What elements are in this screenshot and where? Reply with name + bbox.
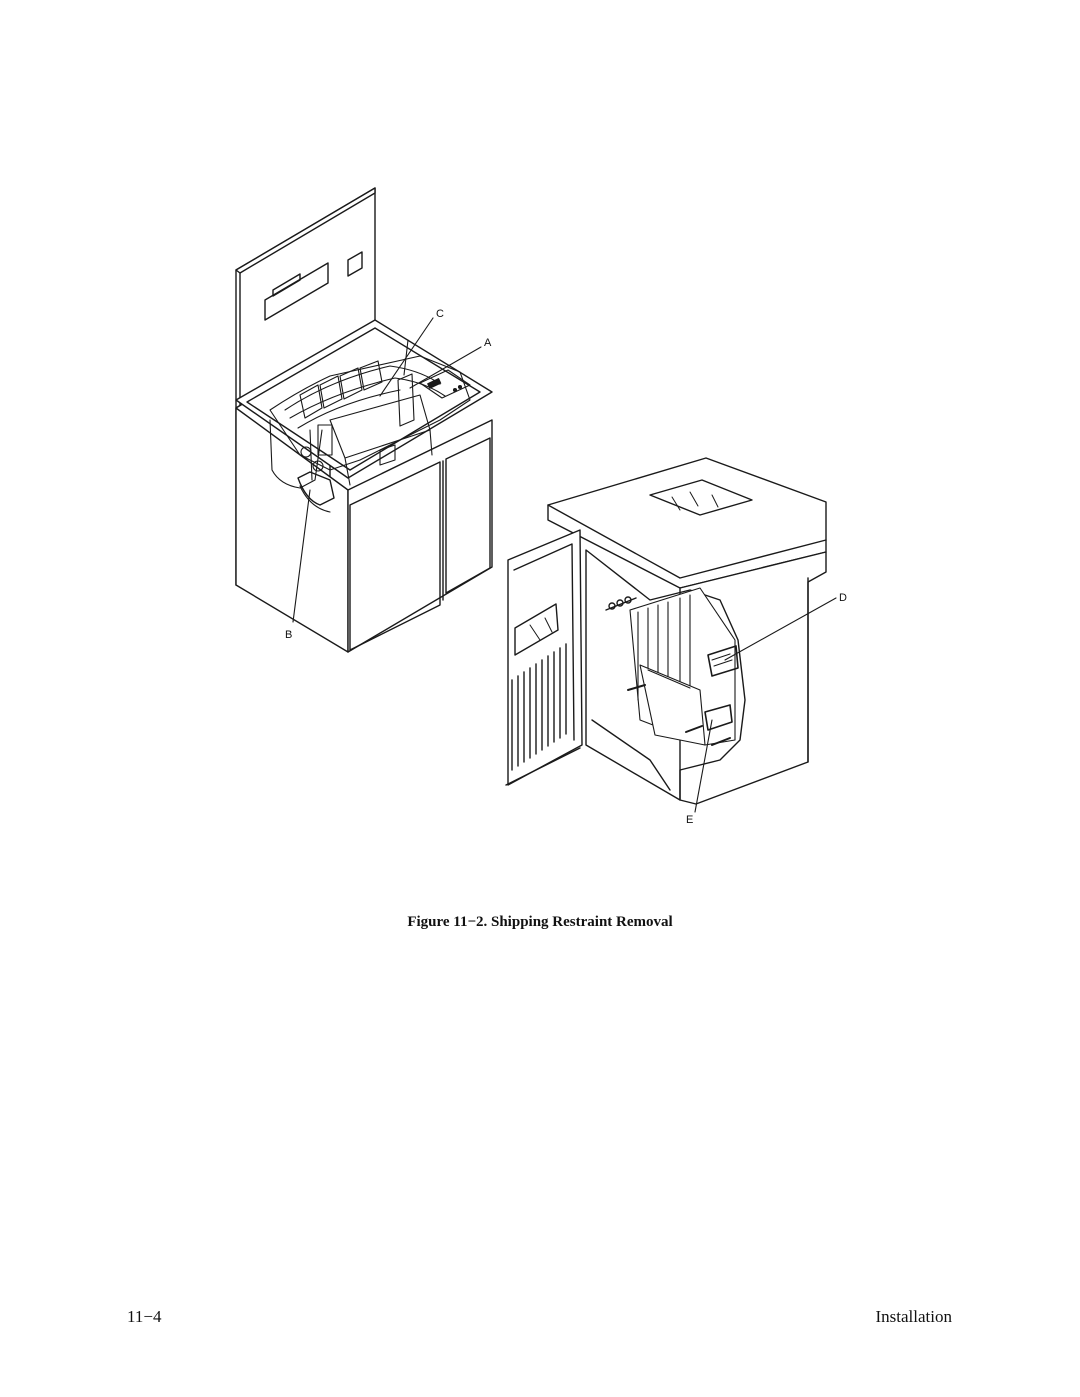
- open-lid: [235, 187, 376, 409]
- page-number: 11−4: [127, 1307, 162, 1326]
- leader-line-c: [379, 317, 434, 397]
- figure-caption: Figure 11−2. Shipping Restraint Removal: [407, 914, 673, 930]
- leader-line-b: [292, 489, 311, 623]
- printer-top-view: [235, 187, 493, 653]
- callout-b: B: [285, 629, 292, 641]
- card-cage: [627, 587, 739, 746]
- print-mechanism: [269, 339, 471, 513]
- section-name: Installation: [875, 1307, 952, 1326]
- open-rear-door: [505, 529, 583, 786]
- callout-a: A: [484, 337, 492, 349]
- leader-line-a: [409, 346, 482, 389]
- leader-line-e: [694, 719, 713, 813]
- printer-rear-view: [505, 457, 837, 813]
- callout-e: E: [686, 814, 693, 826]
- printer-illustration: C A B D E: [235, 187, 847, 826]
- callout-d: D: [839, 592, 847, 604]
- callout-c: C: [436, 308, 444, 320]
- leader-line-d: [724, 597, 837, 661]
